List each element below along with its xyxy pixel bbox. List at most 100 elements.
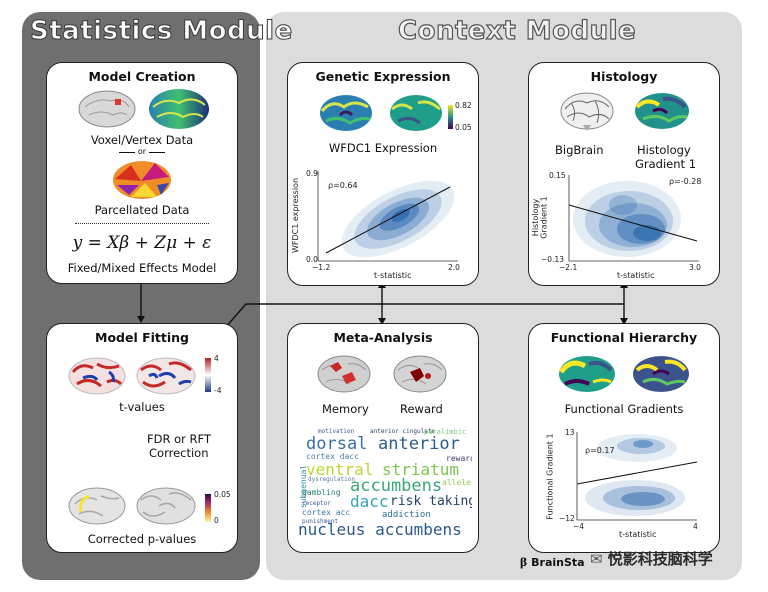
functional-brain-medial	[558, 356, 615, 392]
genetic-expression-box: Genetic Expression 0.82 0.05 WFDC1 Expre…	[287, 62, 479, 286]
gene-rho: ρ=0.64	[328, 181, 358, 190]
reward-brain-icon	[393, 355, 447, 393]
gene-ytick-bottom: 0.0	[306, 255, 318, 264]
tvalue-colorbar	[205, 358, 211, 392]
histology-density	[573, 181, 681, 257]
functional-ylabel: Functional Gradient 1	[545, 433, 555, 520]
word-cloud: motivation anterior cingulate paralimbic…	[294, 428, 472, 546]
word-anterior-cingulate: anterior cingulate	[370, 428, 436, 435]
beta-logo-icon: β	[520, 556, 532, 569]
gene-regression-line	[325, 186, 451, 254]
correction-label-2: Correction	[149, 446, 209, 460]
gene-cbar-top: 0.82	[455, 101, 472, 110]
gene-xtick-right: 2.0	[448, 263, 460, 272]
histology-xlabel: t-statistic	[617, 271, 655, 280]
context-module-title: Context Module	[397, 15, 637, 46]
histology-xtick-right: 3.0	[689, 263, 701, 272]
pvalue-brain-lateral	[136, 487, 196, 525]
word-motivation: motivation	[318, 428, 355, 435]
gene-ytick-top: 0.9	[306, 169, 318, 178]
brainstat-logo-text: BrainSta	[531, 556, 585, 569]
statistics-module-title: Statistics Module	[30, 16, 293, 47]
brain-grey-icon	[78, 90, 136, 128]
word-receptor: receptor	[302, 500, 331, 507]
brain-colored-icon	[149, 89, 209, 129]
gene-kde-plot	[317, 171, 458, 262]
histology-regression-line	[568, 204, 698, 242]
voxel-data-label: Voxel/Vertex Data	[90, 133, 194, 147]
pvalues-label: Corrected p-values	[87, 532, 197, 546]
word-ventral: ventral	[306, 460, 374, 479]
word-dacc: dacc	[350, 492, 389, 511]
gene-ylabel: WFDC1 expression	[291, 177, 301, 254]
word-accumbens: accumbens	[350, 476, 443, 496]
model-creation-box: Model Creation Voxel/Vertex Data or Parc…	[46, 62, 238, 284]
word-anterior: anterior	[378, 434, 460, 454]
pvalue-cbar-bottom: 0	[214, 516, 219, 525]
word-punishment: punishment	[302, 518, 339, 525]
word-cortex-acc: cortex acc	[302, 508, 351, 517]
functional-xlabel: t-statistic	[619, 530, 657, 539]
dotted-separator	[75, 223, 209, 224]
functional-rho: ρ=0.17	[585, 446, 615, 455]
model-fitting-box: Model Fitting 4 -4 t-values FDR or RFT C…	[46, 323, 238, 553]
histology-rho: ρ=-0.28	[669, 177, 702, 186]
pvalue-cbar-top: 0.05	[214, 490, 231, 499]
histology-title: Histology	[590, 69, 658, 84]
word-dorsal: dorsal	[306, 434, 368, 454]
pvalue-colorbar	[205, 494, 211, 522]
tvalue-brain-lateral	[136, 357, 196, 395]
functional-ytick-top: 13	[565, 428, 575, 437]
word-reward: reward	[446, 454, 472, 463]
functional-hierarchy-box: Functional Hierarchy Functional Gradient…	[528, 323, 720, 553]
parcellated-brain-icon	[113, 161, 171, 199]
watermark-text: 悦影科技脑科学	[607, 550, 713, 568]
meta-analysis-box: Meta-Analysis Memory Reward motivation a…	[287, 323, 479, 553]
histology-ylabel-2: Gradient 1	[539, 196, 549, 239]
word-addiction: addiction	[382, 510, 431, 520]
histology-gradient-brain	[635, 93, 689, 129]
memory-label: Memory	[322, 402, 369, 416]
or-label: or	[137, 147, 147, 156]
gene-brain-lateral	[390, 95, 442, 131]
brainstat-logo: β BrainSta	[520, 556, 585, 569]
tvalue-brain-medial	[68, 357, 126, 395]
histology-kde-plot	[568, 175, 699, 262]
genetic-expression-title: Genetic Expression	[315, 69, 451, 84]
wechat-icon: ✉	[590, 550, 608, 568]
histology-ytick-top: 0.15	[549, 171, 566, 180]
word-nucleus-accumbens: nucleus accumbens	[298, 520, 462, 539]
bigbrain-icon	[560, 92, 614, 131]
histology-xtick-left: −2.1	[559, 263, 578, 272]
tvalue-cbar-top: 4	[214, 354, 219, 363]
correction-label-1: FDR or RFT	[147, 432, 211, 446]
meta-analysis-title: Meta-Analysis	[333, 330, 433, 345]
histology-gradient-label-2: Gradient 1	[635, 157, 697, 171]
model-type-label: Fixed/Mixed Effects Model	[67, 261, 217, 275]
tvalue-cbar-bottom: -4	[214, 386, 222, 395]
gene-brain-medial	[320, 95, 372, 131]
functional-gradients-label: Functional Gradients	[564, 402, 684, 416]
gene-cbar-bottom: 0.05	[455, 123, 472, 132]
histology-ytick-bottom: −0.13	[541, 255, 564, 264]
gene-colorbar	[448, 105, 453, 129]
model-fitting-title: Model Fitting	[95, 330, 189, 345]
functional-xtick-right: 4	[693, 522, 698, 531]
bigbrain-label: BigBrain	[555, 143, 604, 157]
word-gambling: gambling	[302, 488, 341, 497]
word-striatum: striatum	[382, 460, 460, 479]
histology-box: Histology BigBrain Histology Gradient 1 …	[528, 62, 720, 286]
word-cortex-dacc: cortex dacc	[306, 452, 359, 461]
or-divider-right	[149, 152, 165, 153]
functional-density	[585, 434, 685, 516]
parcellated-data-label: Parcellated Data	[94, 203, 190, 217]
reward-label: Reward	[400, 402, 443, 416]
equation: y = Xβ + Zμ + ε	[72, 233, 212, 253]
word-risk-taking: risk taking	[390, 494, 472, 509]
functional-hierarchy-title: Functional Hierarchy	[550, 330, 698, 345]
word-allele: allele	[442, 478, 471, 487]
or-divider-left	[119, 152, 135, 153]
memory-brain-icon	[317, 355, 371, 393]
watermark: ✉ 悦影科技脑科学	[590, 548, 713, 569]
functional-regression-line	[576, 461, 698, 485]
